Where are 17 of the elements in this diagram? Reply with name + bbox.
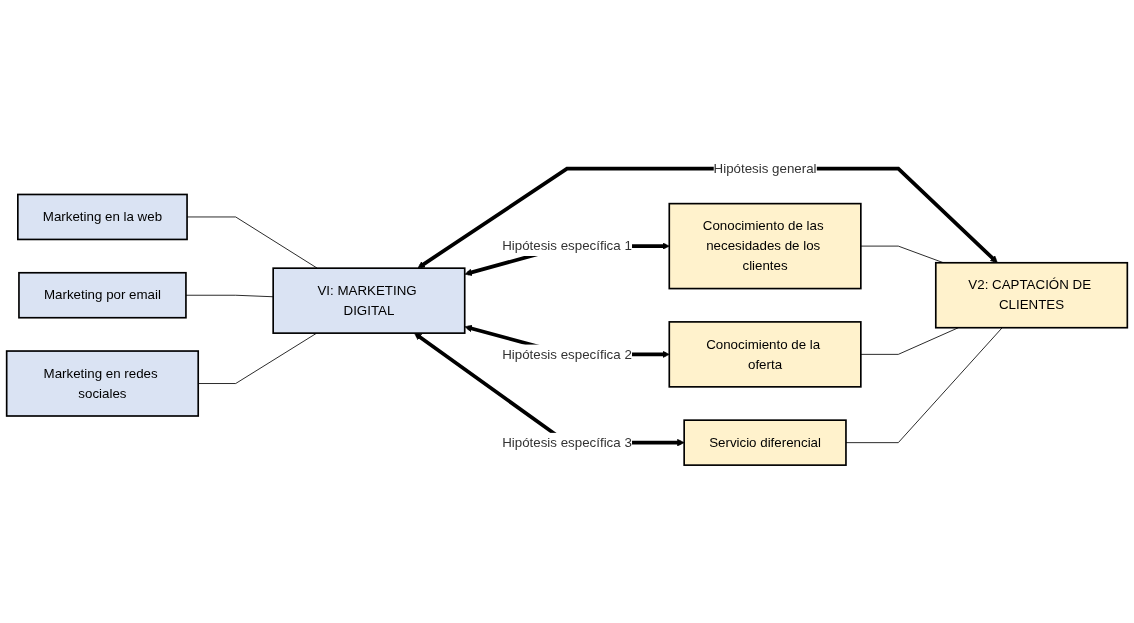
node-box: Marketing en redes sociales [5, 349, 200, 417]
edge-label: Hipótesis específica 1 [502, 238, 632, 253]
node-box: VI: MARKETING DIGITAL [272, 266, 466, 334]
edge-label: Hipótesis específica 3 [502, 434, 632, 449]
connector [860, 326, 959, 355]
arrow [417, 166, 998, 268]
node-box: Marketing en la web [17, 193, 188, 240]
node-box: Conocimiento de las necesidades de los clientes [668, 202, 862, 289]
node-box: Marketing por email [18, 271, 187, 319]
connector [185, 294, 274, 297]
edge-label: Hipótesis específica 2 [502, 346, 632, 361]
node-box: Conocimiento de la oferta [668, 320, 862, 388]
edge-label: Hipótesis general [713, 160, 817, 175]
arrow [414, 332, 685, 446]
connector [845, 326, 1003, 443]
node-box: Servicio diferencial [683, 418, 847, 466]
node-box: V2: CAPTACIÓN DE CLIENTES [934, 261, 1129, 329]
